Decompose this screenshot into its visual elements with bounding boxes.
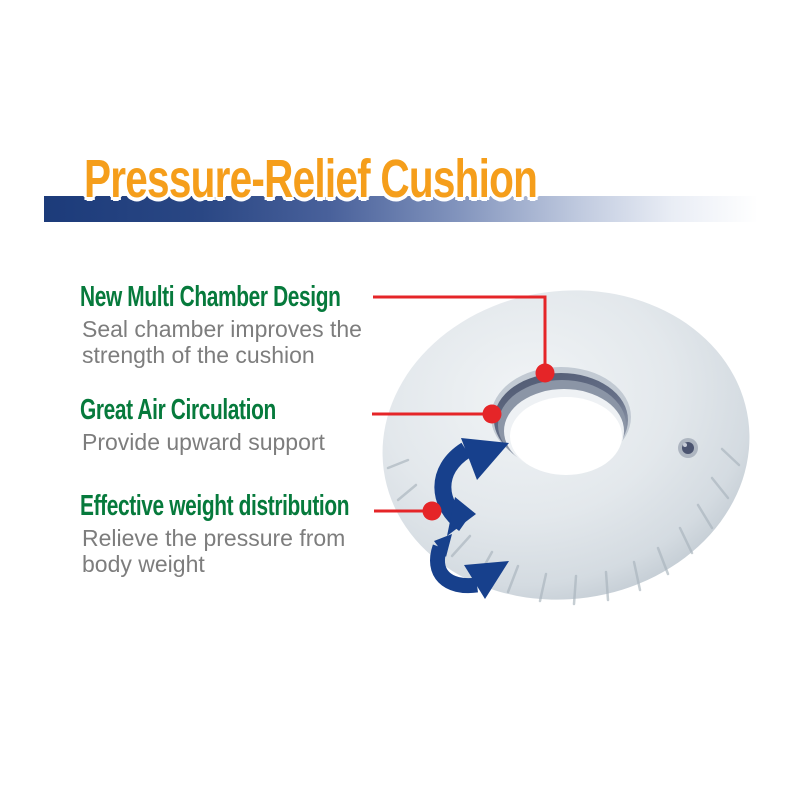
- feature-heading: Great Air Circulation: [80, 394, 276, 426]
- feature-multi-chamber: New Multi Chamber Design Seal chamber im…: [80, 281, 442, 368]
- feature-description: Relieve the pressure from body weight: [82, 525, 346, 577]
- callout-dot-chamber: [535, 363, 555, 383]
- page-title: Pressure-Relief Cushion: [84, 149, 538, 209]
- callout-dot-circulation: [482, 404, 502, 424]
- feature-air-circulation: Great Air Circulation Provide upward sup…: [80, 394, 352, 455]
- feature-description: Seal chamber improves the strength of th…: [82, 316, 362, 368]
- circulation-arrows-icon: [430, 438, 509, 599]
- callout-line-chamber: [373, 295, 547, 369]
- feature-weight-distribution: Effective weight distribution Relieve th…: [80, 490, 454, 577]
- cushion-body: [382, 290, 750, 606]
- inner-hole: [491, 367, 631, 475]
- pleat-lines: [386, 447, 741, 606]
- callout-dot-weight: [422, 501, 442, 521]
- feature-heading: Effective weight distribution: [80, 490, 350, 522]
- feature-description: Provide upward support: [82, 429, 325, 455]
- feature-heading: New Multi Chamber Design: [80, 281, 341, 313]
- air-valve-icon: [678, 438, 698, 458]
- title-banner: [44, 196, 758, 222]
